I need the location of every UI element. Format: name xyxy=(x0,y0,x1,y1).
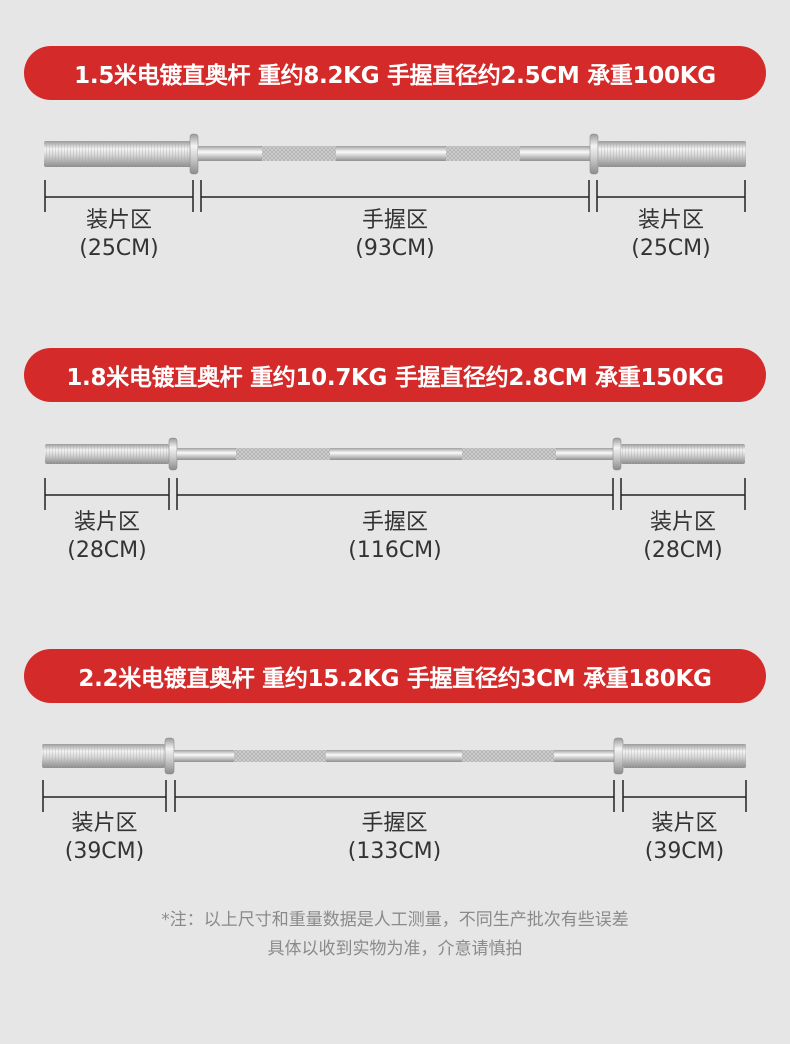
bar-3-left-zone-label: 装片区(39CM) xyxy=(64,811,145,864)
dimension-lines-2 xyxy=(44,478,746,510)
bar-2-right-zone-label: 装片区(28CM) xyxy=(643,510,723,563)
barbell-3-image xyxy=(42,737,746,775)
bar-3-grip-zone-label: 手握区(133CM) xyxy=(347,811,442,864)
bar-3-diagram xyxy=(0,730,790,820)
bar-1-right-zone-label: 装片区(25CM) xyxy=(631,208,711,261)
bar-1-diagram xyxy=(0,128,790,218)
measurement-disclaimer: *注：以上尺寸和重量数据是人工测量，不同生产批次有些误差 具体以收到实物为准，介… xyxy=(0,906,790,964)
bar-1-spec-banner: 1.5米电镀直奥杆 重约8.2KG 手握直径约2.5CM 承重100KG xyxy=(24,46,766,100)
disclaimer-line-1: *注：以上尺寸和重量数据是人工测量，不同生产批次有些误差 xyxy=(161,910,629,930)
barbell-2-image xyxy=(45,437,745,471)
bar-2-left-zone-label: 装片区(28CM) xyxy=(67,510,147,563)
barbell-1-image xyxy=(44,133,746,175)
bar-1-left-zone-label: 装片区(25CM) xyxy=(79,208,159,261)
bar-1-grip-zone-label: 手握区(93CM) xyxy=(355,208,435,261)
bar-2-spec-banner: 1.8米电镀直奥杆 重约10.7KG 手握直径约2.8CM 承重150KG xyxy=(24,348,766,402)
bar-2-grip-zone-label: 手握区(116CM) xyxy=(348,510,442,563)
dimension-lines-1 xyxy=(44,180,746,212)
bar-3-spec-banner: 2.2米电镀直奥杆 重约15.2KG 手握直径约3CM 承重180KG xyxy=(24,649,766,703)
bar-2-diagram xyxy=(0,428,790,518)
bar-3-right-zone-label: 装片区(39CM) xyxy=(644,811,725,864)
dimension-lines-3 xyxy=(42,780,747,812)
disclaimer-line-2: 具体以收到实物为准，介意请慎拍 xyxy=(267,939,523,959)
